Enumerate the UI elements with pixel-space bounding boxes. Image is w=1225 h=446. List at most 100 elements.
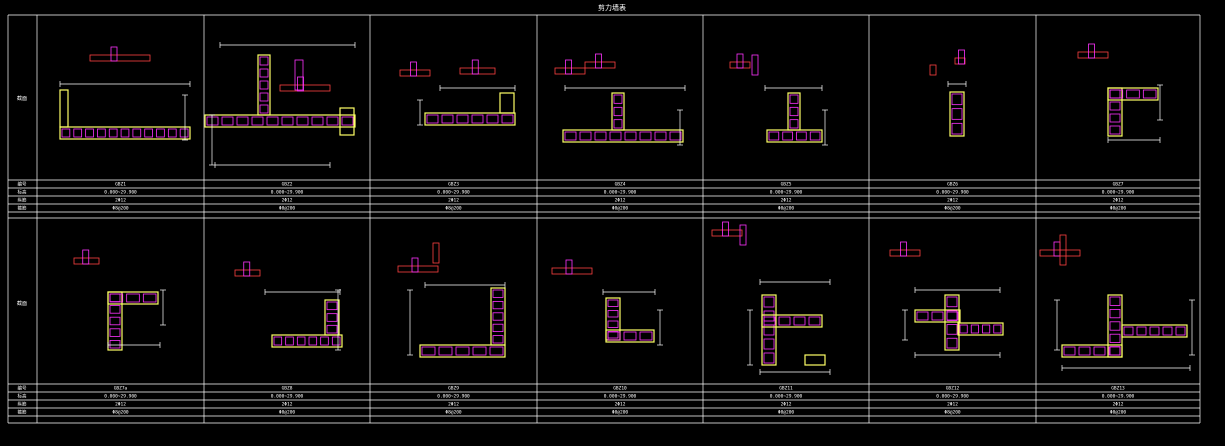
cell-id: GBZ3 <box>448 182 459 188</box>
stirrup-tie <box>951 122 963 135</box>
rebar-detail <box>954 57 966 65</box>
field-label: 标高 <box>18 393 27 400</box>
field-label: 编号 <box>18 385 27 392</box>
wall-section <box>761 294 777 366</box>
cell-bars: 2Φ12 <box>282 402 293 408</box>
rebar-detail-hook <box>900 241 907 257</box>
rebar-detail <box>294 59 304 91</box>
rebar-detail <box>929 64 937 76</box>
cell-stirrups: Φ8@200 <box>1110 410 1127 416</box>
stirrup-tie <box>97 128 106 138</box>
rebar-detail <box>459 67 496 75</box>
cell-elev: 0.000~29.900 <box>1102 394 1135 400</box>
rebar-detail-hook <box>297 76 304 92</box>
rebar-detail <box>399 69 431 77</box>
stirrup-tie <box>1109 321 1121 331</box>
stirrup-tie <box>946 324 958 335</box>
cell-bars: 2Φ12 <box>947 402 958 408</box>
stirrup-tie <box>1109 125 1121 135</box>
stirrup-tie <box>108 128 118 138</box>
section-drawings <box>59 42 1195 375</box>
stirrup-tie <box>156 128 165 138</box>
stirrup-tie <box>492 323 504 333</box>
stirrup-tie <box>259 68 269 78</box>
cell-bars: 2Φ12 <box>1113 402 1124 408</box>
wall-section <box>419 344 506 358</box>
stirrup-tie <box>326 324 338 334</box>
cell-stirrups: Φ8@200 <box>279 206 296 212</box>
cell-bars: 2Φ12 <box>448 402 459 408</box>
stirrup-tie <box>607 331 619 339</box>
rebar-detail-hook <box>1088 43 1095 59</box>
cell-bars: 2Φ12 <box>781 402 792 408</box>
cell-stirrups: Φ8@200 <box>612 206 629 212</box>
cell-id: GBZ1 <box>115 182 126 188</box>
cell-stirrups: Φ8@200 <box>112 206 129 212</box>
field-label: 箍筋 <box>18 409 27 416</box>
stirrup-tie <box>486 114 499 124</box>
stirrup-tie <box>763 352 775 364</box>
cell-elev: 0.000~29.900 <box>770 190 803 196</box>
cell-stirrups: Φ8@200 <box>445 206 462 212</box>
rebar-detail-hook <box>958 49 965 65</box>
cell-stirrups: Φ8@200 <box>1110 206 1127 212</box>
field-label: 箍筋 <box>18 205 27 212</box>
cell-id: GBZ8 <box>282 386 293 392</box>
stirrup-tie <box>1126 89 1140 99</box>
stirrup-tie <box>179 128 189 138</box>
stirrup-tie <box>489 346 504 356</box>
stirrup-tie <box>126 293 140 303</box>
wall-section <box>107 291 159 305</box>
stirrup-tie <box>438 346 453 356</box>
stirrup-tie <box>946 311 959 321</box>
stirrup-tie <box>763 296 775 308</box>
cell-stirrups: Φ8@200 <box>112 410 129 416</box>
cell-elev: 0.000~29.900 <box>1102 190 1135 196</box>
stirrup-tie <box>142 293 157 303</box>
stirrup-tie <box>259 104 269 114</box>
wall-section <box>1107 87 1159 101</box>
stirrup-tie <box>109 293 121 302</box>
stirrup-tie <box>778 316 791 326</box>
wall-section <box>804 354 826 366</box>
stirrup-tie <box>607 310 619 318</box>
stirrup-tie <box>259 80 269 90</box>
rebar-detail <box>584 61 616 69</box>
wall-section <box>59 126 191 140</box>
cell-stirrups: Φ8@200 <box>279 410 296 416</box>
stirrup-tie <box>1142 89 1157 99</box>
rebar-detail <box>234 269 261 277</box>
stirrup-tie <box>1109 89 1124 99</box>
stirrup-tie <box>471 114 484 124</box>
stirrup-tie <box>959 324 968 334</box>
stirrup-tie <box>594 131 607 141</box>
stirrup-tie <box>331 336 341 346</box>
stirrup-tie <box>607 320 619 328</box>
wall-section <box>204 114 356 128</box>
stirrup-tie <box>456 114 469 124</box>
stirrup-tie <box>109 316 121 326</box>
wall-section <box>424 112 516 126</box>
stirrup-tie <box>1063 346 1076 356</box>
wall-section <box>1121 324 1188 338</box>
stirrup-tie <box>654 131 667 141</box>
stirrup-tie <box>221 116 234 126</box>
cell-elev: 0.000~29.900 <box>604 394 637 400</box>
stirrup-tie <box>613 106 623 117</box>
cell-elev: 0.000~29.900 <box>271 190 304 196</box>
stirrup-tie <box>273 336 283 346</box>
stirrup-tie <box>1108 346 1121 356</box>
stirrup-tie <box>120 128 130 138</box>
stirrup-tie <box>441 114 454 124</box>
stirrup-tie <box>763 310 775 322</box>
cell-id: GBZ11 <box>779 386 793 392</box>
cell-elev: 0.000~29.900 <box>936 394 969 400</box>
cell-id: GBZ4 <box>615 182 626 188</box>
cell-id: GBZ9 <box>448 386 459 392</box>
rebar-detail-hook <box>565 59 572 75</box>
rebar-detail-hook <box>1053 241 1061 257</box>
stirrup-tie <box>1136 326 1147 336</box>
cell-id: GBZ12 <box>946 386 960 392</box>
row-label-bottom: 截面 <box>17 300 27 307</box>
stirrup-tie <box>1109 346 1121 356</box>
